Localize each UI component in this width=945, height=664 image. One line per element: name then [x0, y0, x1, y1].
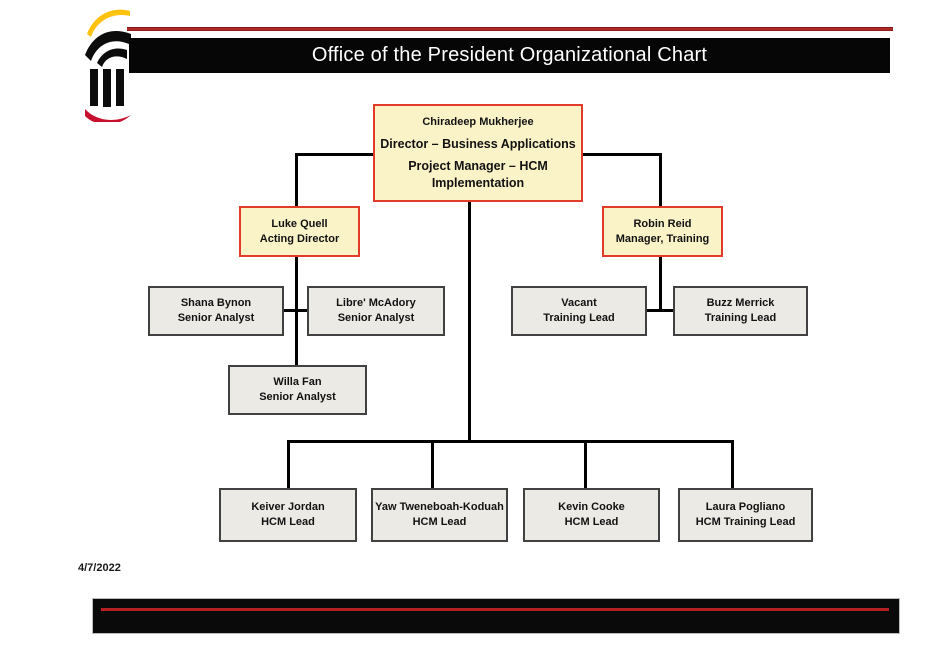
person-role: Training Lead — [704, 312, 777, 324]
header-bar: Office of the President Organizational C… — [129, 38, 890, 73]
person-name: Kevin Cooke — [558, 501, 625, 514]
org-node-willa-fan: Willa Fan Senior Analyst — [228, 365, 367, 415]
connector-line — [295, 153, 298, 206]
person-role: HCM Lead — [412, 516, 467, 528]
org-node-yaw-tweneboah-koduah: Yaw Tweneboah-Koduah HCM Lead — [371, 488, 508, 542]
person-name: Laura Pogliano — [705, 501, 786, 514]
org-node-keiver-jordan: Keiver Jordan HCM Lead — [219, 488, 357, 542]
org-node-chiradeep-mukherjee: Chiradeep Mukherjee Director – Business … — [373, 104, 583, 202]
connector-line — [287, 440, 290, 488]
person-role: Director – Business Applications — [380, 136, 576, 151]
person-role: HCM Training Lead — [695, 516, 796, 528]
header-red-rule — [127, 27, 893, 31]
person-role: Senior Analyst — [337, 312, 415, 324]
connector-line — [287, 440, 734, 443]
university-column-logo-icon — [85, 9, 131, 122]
person-role: Training Lead — [543, 312, 615, 324]
connector-line — [581, 153, 662, 156]
person-name: Keiver Jordan — [251, 501, 325, 514]
org-node-libre-mcadory: Libre' McAdory Senior Analyst — [307, 286, 445, 336]
person-role: HCM Lead — [564, 516, 619, 528]
org-node-buzz-merrick: Buzz Merrick Training Lead — [673, 286, 808, 336]
connector-line — [468, 202, 471, 442]
person-name: Libre' McAdory — [336, 297, 416, 310]
connector-line — [295, 153, 375, 156]
person-name: Shana Bynon — [180, 297, 252, 310]
connector-line — [584, 440, 587, 488]
org-node-kevin-cooke: Kevin Cooke HCM Lead — [523, 488, 660, 542]
footer-red-rule — [101, 608, 889, 611]
person-name: Vacant — [561, 297, 597, 310]
connector-line — [647, 309, 673, 312]
person-name: Robin Reid — [633, 217, 692, 230]
person-role: Project Manager – HCM Implementation — [408, 159, 548, 190]
person-role: Senior Analyst — [177, 312, 255, 324]
person-role: Manager, Training — [615, 232, 710, 245]
org-node-laura-pogliano: Laura Pogliano HCM Training Lead — [678, 488, 813, 542]
footer-bar — [92, 598, 900, 634]
org-node-shana-bynon: Shana Bynon Senior Analyst — [148, 286, 284, 336]
person-name: Buzz Merrick — [706, 297, 775, 310]
connector-line — [284, 309, 307, 312]
person-name: Willa Fan — [273, 376, 322, 389]
org-node-robin-reid: Robin Reid Manager, Training — [602, 206, 723, 257]
person-name: Yaw Tweneboah-Koduah — [375, 501, 504, 514]
person-role: HCM Lead — [261, 516, 315, 528]
person-name: Chiradeep Mukherjee — [422, 115, 534, 128]
person-role: Acting Director — [259, 232, 340, 245]
connector-line — [731, 440, 734, 488]
connector-line — [659, 153, 662, 206]
org-node-luke-quell: Luke Quell Acting Director — [239, 206, 360, 257]
date-label: 4/7/2022 — [78, 562, 121, 574]
person-role: Senior Analyst — [259, 391, 336, 403]
org-node-vacant-training-lead: Vacant Training Lead — [511, 286, 647, 336]
connector-line — [431, 440, 434, 488]
page-title: Office of the President Organizational C… — [311, 44, 708, 66]
person-name: Luke Quell — [271, 217, 328, 230]
connector-line — [659, 257, 662, 312]
